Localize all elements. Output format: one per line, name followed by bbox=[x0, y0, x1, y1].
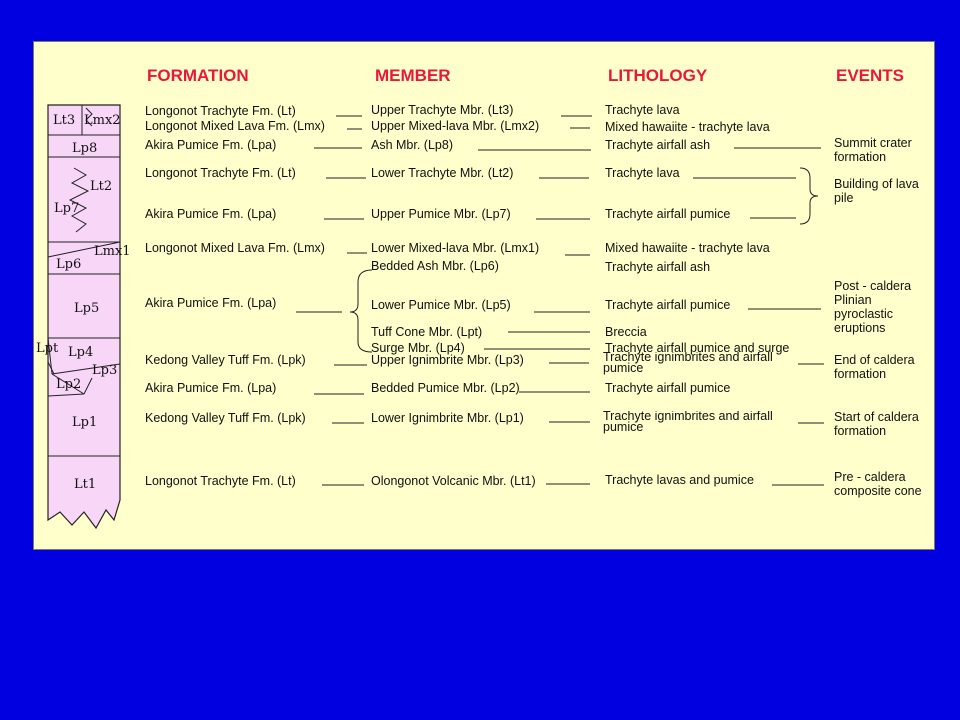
label-lt2: Lt2 bbox=[90, 179, 112, 194]
member-text: Upper Trachyte Mbr. (Lt3) bbox=[371, 103, 513, 117]
event-text: Building of lava pile bbox=[834, 177, 919, 205]
lithology-connectors bbox=[693, 147, 824, 486]
formation-text: Akira Pumice Fm. (Lpa) bbox=[145, 138, 276, 152]
header-lithology: LITHOLOGY bbox=[608, 66, 708, 85]
label-lp7: Lp7 bbox=[54, 201, 79, 216]
header-events: EVENTS bbox=[836, 66, 904, 85]
contact-lpt-lp4 bbox=[47, 361, 55, 375]
event-wrap: Building of lava pile bbox=[834, 177, 919, 205]
contact-lmx1-lp6 bbox=[47, 241, 121, 258]
event-wrap: Summit crater formation bbox=[834, 136, 912, 164]
member-text: Lower Ignimbrite Mbr. (Lp1) bbox=[371, 411, 524, 425]
member-text: Tuff Cone Mbr. (Lpt) bbox=[371, 325, 482, 339]
event-wrap: Start of caldera formation bbox=[834, 410, 919, 438]
formation-column: Longonot Trachyte Fm. (Lt) Longonot Mixe… bbox=[145, 104, 325, 488]
lithology-text: Trachyte airfall pumice bbox=[605, 207, 730, 221]
member-text: Lower Pumice Mbr. (Lp5) bbox=[371, 298, 511, 312]
event-text: Start of caldera formation bbox=[834, 410, 919, 438]
member-text: Upper Mixed-lava Mbr. (Lmx2) bbox=[371, 119, 539, 133]
event-text: End of caldera formation bbox=[834, 353, 915, 381]
member-connectors bbox=[478, 115, 592, 485]
formation-text: Akira Pumice Fm. (Lpa) bbox=[145, 381, 276, 395]
contact-lp3-lp2 bbox=[51, 373, 85, 395]
member-text: Upper Ignimbrite Mbr. (Lp3) bbox=[371, 353, 524, 367]
event-wrap: End of caldera formation bbox=[834, 353, 915, 381]
member-text: Surge Mbr. (Lp4) bbox=[371, 341, 465, 355]
formation-text: Longonot Trachyte Fm. (Lt) bbox=[145, 104, 296, 118]
lithology-text: Trachyte airfall ash bbox=[605, 138, 710, 152]
member-text: Lower Mixed-lava Mbr. (Lmx1) bbox=[371, 241, 539, 255]
event-text: Pre - caldera composite cone bbox=[834, 470, 922, 498]
member-text: Ash Mbr. (Lp8) bbox=[371, 138, 453, 152]
event-text: Post - caldera Plinian pyroclastic erupt… bbox=[834, 279, 912, 335]
lithology-wrap: Trachyte ignimbrites and airfall pumice bbox=[603, 352, 773, 375]
formation-text: Longonot Trachyte Fm. (Lt) bbox=[145, 474, 296, 488]
stratigraphy-panel: FORMATION MEMBER LITHOLOGY EVENTS Lt3 Lm… bbox=[33, 41, 935, 550]
formation-connectors bbox=[296, 115, 367, 486]
stratigraphy-chart: FORMATION MEMBER LITHOLOGY EVENTS Lt3 Lm… bbox=[36, 66, 922, 530]
formation-text: Longonot Trachyte Fm. (Lt) bbox=[145, 166, 296, 180]
lithology-text: Trachyte airfall pumice and surge bbox=[605, 341, 789, 355]
member-text: Bedded Ash Mbr. (Lp6) bbox=[371, 259, 499, 273]
label-lp6: Lp6 bbox=[56, 257, 81, 272]
lithology-text: Trachyte lava bbox=[605, 166, 680, 180]
formation-text: Longonot Mixed Lava Fm. (Lmx) bbox=[145, 119, 325, 133]
label-lmx2: Lmx2 bbox=[84, 113, 121, 128]
member-text: Bedded Pumice Mbr. (Lp2) bbox=[371, 381, 520, 395]
header-member: MEMBER bbox=[375, 66, 451, 85]
label-lp1: Lp1 bbox=[72, 415, 97, 430]
member-text: Olongonot Volcanic Mbr. (Lt1) bbox=[371, 474, 536, 488]
event-wrap: Pre - caldera composite cone bbox=[834, 470, 922, 498]
lithology-text: Trachyte airfall ash bbox=[605, 260, 710, 274]
contact-lmx2 bbox=[85, 107, 93, 127]
lithology-text: Trachyte ignimbrites and airfall pumice bbox=[603, 352, 773, 375]
lithology-text: Mixed hawaiite - trachyte lava bbox=[605, 120, 770, 134]
lithology-text: Trachyte ignimbrites and airfall pumice bbox=[603, 411, 773, 434]
label-lp3: Lp3 bbox=[92, 363, 117, 378]
formation-text: Akira Pumice Fm. (Lpa) bbox=[145, 296, 276, 310]
lithology-text: Trachyte airfall pumice bbox=[605, 298, 730, 312]
lithology-text: Trachyte lavas and pumice bbox=[605, 473, 754, 487]
label-lp2: Lp2 bbox=[56, 377, 81, 392]
member-text: Upper Pumice Mbr. (Lp7) bbox=[371, 207, 511, 221]
member-column: Upper Trachyte Mbr. (Lt3) Upper Mixed-la… bbox=[371, 103, 539, 488]
contact-lp3-inner bbox=[83, 377, 93, 395]
lithology-column: Trachyte lava Mixed hawaiite - trachyte … bbox=[603, 103, 789, 487]
event-wrap: Post - caldera Plinian pyroclastic erupt… bbox=[834, 279, 912, 335]
column-body bbox=[47, 104, 121, 530]
label-lt1: Lt1 bbox=[74, 477, 96, 492]
lithology-wrap: Trachyte ignimbrites and airfall pumice bbox=[603, 411, 773, 434]
event-brace bbox=[799, 167, 819, 225]
header-formation: FORMATION bbox=[147, 66, 249, 85]
label-lmx1: Lmx1 bbox=[94, 244, 131, 259]
contact-lt2-lp7 bbox=[68, 167, 90, 233]
formation-text: Kedong Valley Tuff Fm. (Lpk) bbox=[145, 353, 306, 367]
member-brace bbox=[349, 269, 373, 353]
lithology-text: Trachyte airfall pumice bbox=[605, 381, 730, 395]
formation-text: Kedong Valley Tuff Fm. (Lpk) bbox=[145, 411, 306, 425]
contact-lp2-lp1 bbox=[47, 393, 85, 397]
events-column: Summit crater formation Building of lava… bbox=[834, 136, 922, 498]
member-text: Lower Trachyte Mbr. (Lt2) bbox=[371, 166, 513, 180]
lithology-text: Breccia bbox=[605, 325, 647, 339]
label-lpt: Lpt bbox=[36, 341, 59, 356]
formation-text: Akira Pumice Fm. (Lpa) bbox=[145, 207, 276, 221]
contact-lp4-lp3 bbox=[51, 363, 121, 375]
label-lp4: Lp4 bbox=[68, 345, 93, 360]
label-lp8: Lp8 bbox=[72, 141, 97, 156]
event-text: Summit crater formation bbox=[834, 136, 912, 164]
lithology-text: Mixed hawaiite - trachyte lava bbox=[605, 241, 770, 255]
label-lt3: Lt3 bbox=[53, 113, 75, 128]
label-lp5: Lp5 bbox=[74, 301, 99, 316]
lithology-text: Trachyte lava bbox=[605, 103, 680, 117]
formation-text: Longonot Mixed Lava Fm. (Lmx) bbox=[145, 241, 325, 255]
stratigraphic-column: Lt3 Lmx2 Lp8 Lt2 Lp7 Lmx1 Lp6 Lp5 Lpt Lp… bbox=[36, 104, 131, 530]
